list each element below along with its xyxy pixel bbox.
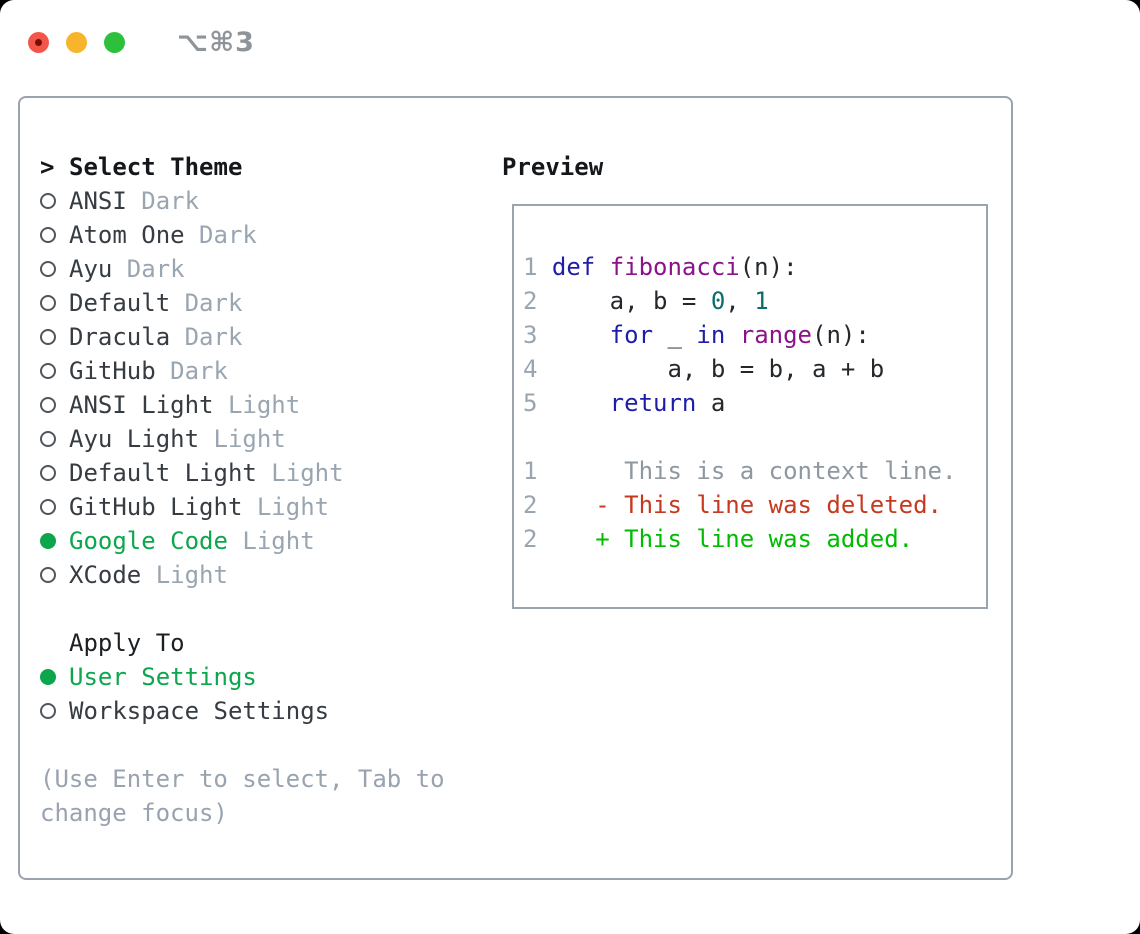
diff-line-deleted: 2 - This line was deleted. [523,488,986,522]
line-number: 3 [523,321,538,349]
select-theme-title: Select Theme [69,153,243,181]
window-title: ⌥⌘3 [177,27,255,58]
preview-header: Preview [502,153,604,181]
code-line-2: 2 a, b = 0, 1 [523,284,986,318]
theme-option-ayu-light[interactable]: Ayu Light Light [40,422,480,456]
radio-icon [40,218,69,252]
theme-option-ayu[interactable]: Ayu Dark [40,252,480,286]
line-number: 2 [523,491,538,519]
radio-icon [40,456,69,490]
apply-to-header: Apply To [69,629,185,657]
radio-icon [40,252,69,286]
radio-icon [40,558,69,592]
diff-line-context: 1 This is a context line. [523,454,986,488]
line-number: 1 [523,457,538,485]
close-button-icon[interactable] [28,32,49,53]
radio-selected-icon [40,524,69,558]
titlebar: ⌥⌘3 [28,27,255,58]
keyboard-hint: (Use Enter to select, Tab to change focu… [40,765,445,827]
apply-option-workspace-settings[interactable]: Workspace Settings [40,694,480,728]
theme-option-dracula[interactable]: Dracula Dark [40,320,480,354]
line-number: 1 [523,253,538,281]
spacer [40,592,480,626]
code-line-4: 4 a, b = b, a + b [523,352,986,386]
theme-option-github[interactable]: GitHub Dark [40,354,480,388]
cursor-icon: > [40,153,55,181]
minimize-button-icon[interactable] [66,32,87,53]
apply-option-user-settings[interactable]: User Settings [40,660,480,694]
radio-icon [40,286,69,320]
theme-option-github-light[interactable]: GitHub Light Light [40,490,480,524]
radio-icon [40,490,69,524]
code-line-5: 5 return a [523,386,986,420]
radio-selected-icon [40,660,69,694]
radio-icon [40,694,69,728]
zoom-button-icon[interactable] [104,32,125,53]
radio-icon [40,184,69,218]
theme-option-xcode[interactable]: XCode Light [40,558,480,592]
line-number: 5 [523,389,538,417]
theme-option-google-code[interactable]: Google Code Light [40,524,480,558]
theme-option-atom-one[interactable]: Atom One Dark [40,218,480,252]
radio-icon [40,422,69,456]
line-number: 2 [523,287,538,315]
radio-icon [40,354,69,388]
theme-option-default[interactable]: Default Dark [40,286,480,320]
code-line-3: 3 for _ in range(n): [523,318,986,352]
line-number: 4 [523,355,538,383]
diff-line-added: 2 + This line was added. [523,522,986,556]
theme-option-ansi[interactable]: ANSI Dark [40,184,480,218]
select-theme-header: > Select Theme [40,150,480,184]
radio-icon [40,320,69,354]
radio-icon [40,388,69,422]
diff-preview: 1 This is a context line.2 - This line w… [523,454,986,556]
line-number: 2 [523,525,538,553]
theme-option-ansi-light[interactable]: ANSI Light Light [40,388,480,422]
theme-option-default-light[interactable]: Default Light Light [40,456,480,490]
